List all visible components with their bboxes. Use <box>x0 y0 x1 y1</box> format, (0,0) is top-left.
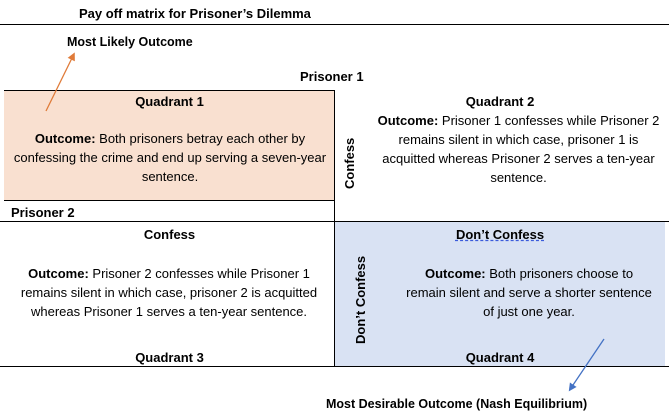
prisoner2-label: Prisoner 2 <box>11 205 75 220</box>
quadrant1-title: Quadrant 1 <box>135 94 204 109</box>
center-divider <box>334 90 335 367</box>
quadrant3-header: Confess <box>143 227 196 242</box>
quadrant1-outcome: Outcome: Both prisoners betray each othe… <box>12 129 328 186</box>
q1-bottom-rule <box>4 200 335 201</box>
quadrant2-outcome-text: Prisoner 1 confesses while Prisoner 2 re… <box>382 113 660 185</box>
quadrant4-outcome: Outcome: Both prisoners choose to remain… <box>404 264 654 321</box>
quadrant4-outcome-label: Outcome: <box>424 266 486 281</box>
quadrant4-title: Quadrant 4 <box>465 350 535 365</box>
most-likely-label: Most Likely Outcome <box>67 35 193 49</box>
quadrant3-title: Quadrant 3 <box>135 350 204 365</box>
quadrant1-outcome-text: Both prisoners betray each other by conf… <box>13 131 327 184</box>
quadrant2-title: Quadrant 2 <box>465 94 535 109</box>
quadrant1-outcome-label: Outcome: <box>34 131 96 146</box>
bottom-rule <box>0 366 669 367</box>
most-likely-arrow <box>45 52 75 112</box>
quadrant1-fill <box>4 90 335 200</box>
quadrant4-header-text: Don’t Confess <box>455 227 545 242</box>
most-desirable-arrow <box>568 338 605 392</box>
quadrant3-outcome-label: Outcome: <box>28 266 89 281</box>
top-rule <box>0 24 669 25</box>
prisoner1-label: Prisoner 1 <box>300 69 364 84</box>
diagram-title: Pay off matrix for Prisoner’s Dilemma <box>79 6 311 21</box>
quadrant2-outcome: Outcome: Prisoner 1 confesses while Pris… <box>372 111 665 187</box>
q1-top-rule <box>4 90 335 91</box>
quadrant4-fill <box>335 221 665 367</box>
most-desirable-label: Most Desirable Outcome (Nash Equilibrium… <box>326 397 588 411</box>
quadrant4-header: Don’t Confess <box>335 227 665 242</box>
quadrant2-outcome-label: Outcome: <box>377 113 439 128</box>
quadrant3-outcome: Outcome: Prisoner 2 confesses while Pris… <box>8 264 330 321</box>
quadrant4-outcome-text: Both prisoners choose to remain silent a… <box>406 266 652 319</box>
quadrant3-outcome-text: Prisoner 2 confesses while Prisoner 1 re… <box>20 266 318 319</box>
